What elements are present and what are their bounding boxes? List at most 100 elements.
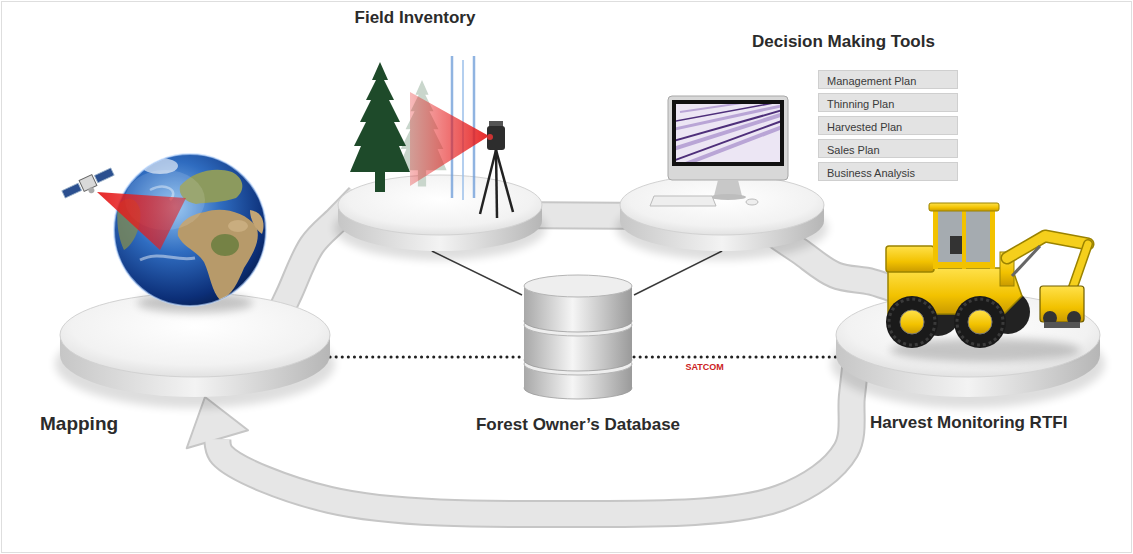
platform-disc xyxy=(620,175,824,235)
forest-scan xyxy=(397,80,446,187)
harvester-machine xyxy=(1044,322,1080,328)
harvester-machine xyxy=(935,211,993,268)
earth-globe xyxy=(180,170,243,204)
forest-scan xyxy=(350,56,513,218)
arrow-head xyxy=(187,397,248,448)
platform-disc xyxy=(338,205,542,221)
earth-globe xyxy=(125,170,205,230)
connector-line xyxy=(432,251,522,295)
band-fill xyxy=(775,234,934,302)
plan-item-text: Thinning Plan xyxy=(827,96,894,113)
desktop-computer xyxy=(676,104,780,130)
desktop-computer xyxy=(680,104,780,112)
forest-scan xyxy=(496,150,497,218)
harvester-machine xyxy=(954,296,1006,348)
harvester-machine xyxy=(1007,236,1088,258)
connector-line xyxy=(634,355,836,358)
harvester-machine xyxy=(990,209,995,269)
harvester-machine xyxy=(950,236,966,254)
earth-globe xyxy=(142,158,178,174)
desktop-computer xyxy=(710,194,746,200)
platform-disc xyxy=(836,293,1100,377)
platform-disc xyxy=(55,293,335,408)
earth-globe xyxy=(140,256,195,260)
harvester-machine xyxy=(886,296,938,348)
harvester-machine xyxy=(1067,311,1081,325)
desktop-computer xyxy=(668,96,788,180)
earth-globe xyxy=(137,293,253,313)
harvester-machine xyxy=(1040,286,1084,322)
plan-item-box: Management Plan xyxy=(818,70,958,89)
platform-disc xyxy=(831,293,1105,408)
band-outline xyxy=(775,234,934,302)
plan-item-box: Thinning Plan xyxy=(818,93,958,112)
earth-globe xyxy=(178,210,258,300)
earth-globe xyxy=(117,158,263,300)
link-label: SATCOM xyxy=(686,363,724,373)
cylinder-part xyxy=(524,275,632,297)
platform-disc xyxy=(836,313,1100,397)
harvester-machine xyxy=(1000,252,1014,286)
desktop-computer xyxy=(650,196,716,206)
stage-label: Decision Making Tools xyxy=(752,32,935,52)
platform-disc xyxy=(831,320,1105,408)
database-node: Forest Owner’s Database xyxy=(522,272,634,400)
platform-disc xyxy=(60,313,330,397)
desktop-computer xyxy=(676,112,780,150)
forest-scan xyxy=(480,150,496,214)
satellite xyxy=(61,166,117,204)
harvester-machine xyxy=(916,292,960,336)
connector-line xyxy=(634,251,722,295)
harvester-machine xyxy=(962,209,966,269)
plan-item-text: Sales Plan xyxy=(827,142,880,159)
data-link xyxy=(634,251,722,295)
forest-scan xyxy=(487,134,493,140)
decision-tools-platform: Management PlanThinning PlanHarvested Pl… xyxy=(620,30,965,251)
harvester-machine xyxy=(968,310,992,334)
earth-globe xyxy=(117,199,140,250)
platform-disc xyxy=(620,191,824,251)
band-fill xyxy=(277,197,359,320)
mapping-platform: Mapping xyxy=(60,293,330,397)
earth-globe xyxy=(114,154,266,313)
satellite xyxy=(62,183,82,198)
desktop-computer xyxy=(676,108,780,142)
forest-scan xyxy=(451,56,454,198)
harvester-machine xyxy=(888,268,1022,314)
plan-item-text: Business Analysis xyxy=(827,165,915,182)
cycle-arrow xyxy=(187,367,855,514)
harvester-machine xyxy=(957,299,1003,345)
plan-item-box: Business Analysis xyxy=(818,162,958,181)
harvester-machine xyxy=(889,299,935,345)
harvester-machine xyxy=(1012,246,1040,276)
platform-disc xyxy=(334,196,546,260)
platform-disc xyxy=(60,293,330,377)
platform-disc xyxy=(338,191,542,251)
desktop-computer xyxy=(676,104,780,122)
platform-disc xyxy=(60,335,330,355)
harvester-machine xyxy=(1043,311,1057,325)
platform-disc xyxy=(836,335,1100,355)
satellite xyxy=(94,168,114,183)
connector-line xyxy=(330,355,522,358)
forest-scan xyxy=(487,126,505,150)
platform-disc xyxy=(338,175,542,235)
database-cylinder xyxy=(522,272,634,400)
field-inventory-platform: Field Inventory xyxy=(338,175,542,251)
forest-scan xyxy=(462,60,464,200)
cycle-band xyxy=(775,234,934,302)
desktop-computer xyxy=(676,104,780,162)
earth-globe xyxy=(211,234,239,256)
harvester-machine xyxy=(886,246,934,272)
forest-scan xyxy=(473,56,476,198)
data-link xyxy=(432,251,522,295)
cycle-band xyxy=(277,197,359,320)
harvester-machine xyxy=(890,338,1080,362)
desktop-computer xyxy=(676,124,780,162)
harvester-machine xyxy=(986,290,1030,334)
stage-label: Harvest Monitoring RTFI xyxy=(870,413,1067,433)
earth-globe xyxy=(228,220,248,232)
earth-globe xyxy=(114,154,266,306)
